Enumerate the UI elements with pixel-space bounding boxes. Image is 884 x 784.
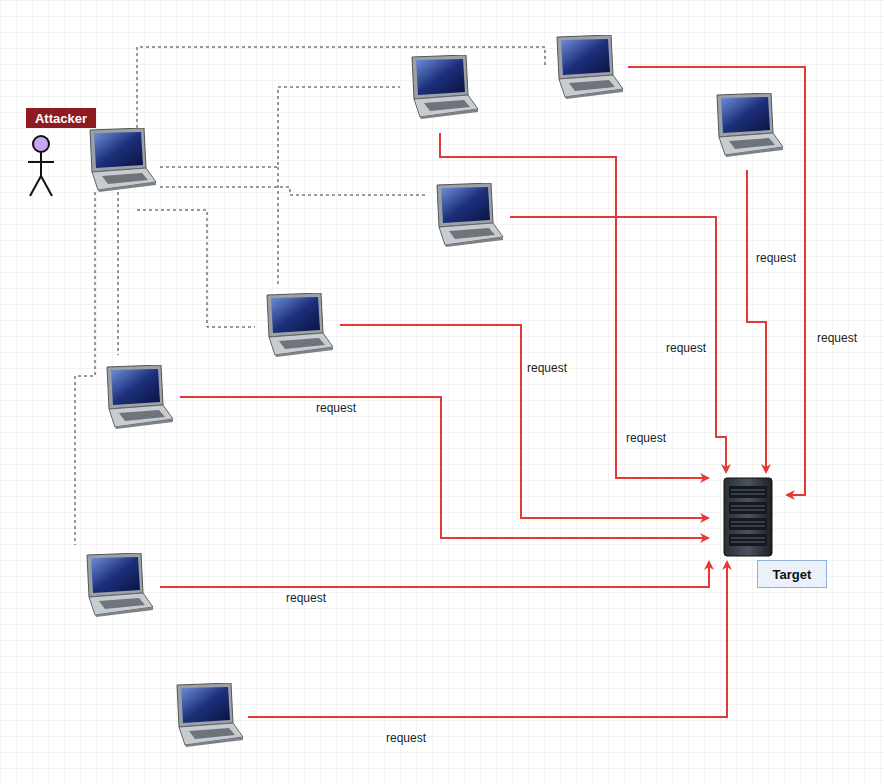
laptops [87, 35, 783, 747]
server-rack [724, 478, 772, 556]
node-text: Target [773, 567, 812, 582]
target-box: Target [757, 560, 827, 588]
attacker-figure [28, 136, 54, 196]
request-arrows [160, 67, 805, 717]
request-label: request [525, 361, 569, 375]
request-label: request [664, 341, 708, 355]
request-label: request [624, 431, 668, 445]
request-label: request [815, 331, 859, 345]
request-label: request [314, 401, 358, 415]
request-label: request [754, 251, 798, 265]
node-text: Attacker [35, 111, 87, 126]
request-label: request [384, 731, 428, 745]
request-label: request [284, 591, 328, 605]
control-lines [75, 47, 545, 545]
attacker-badge: Attacker [26, 108, 96, 128]
